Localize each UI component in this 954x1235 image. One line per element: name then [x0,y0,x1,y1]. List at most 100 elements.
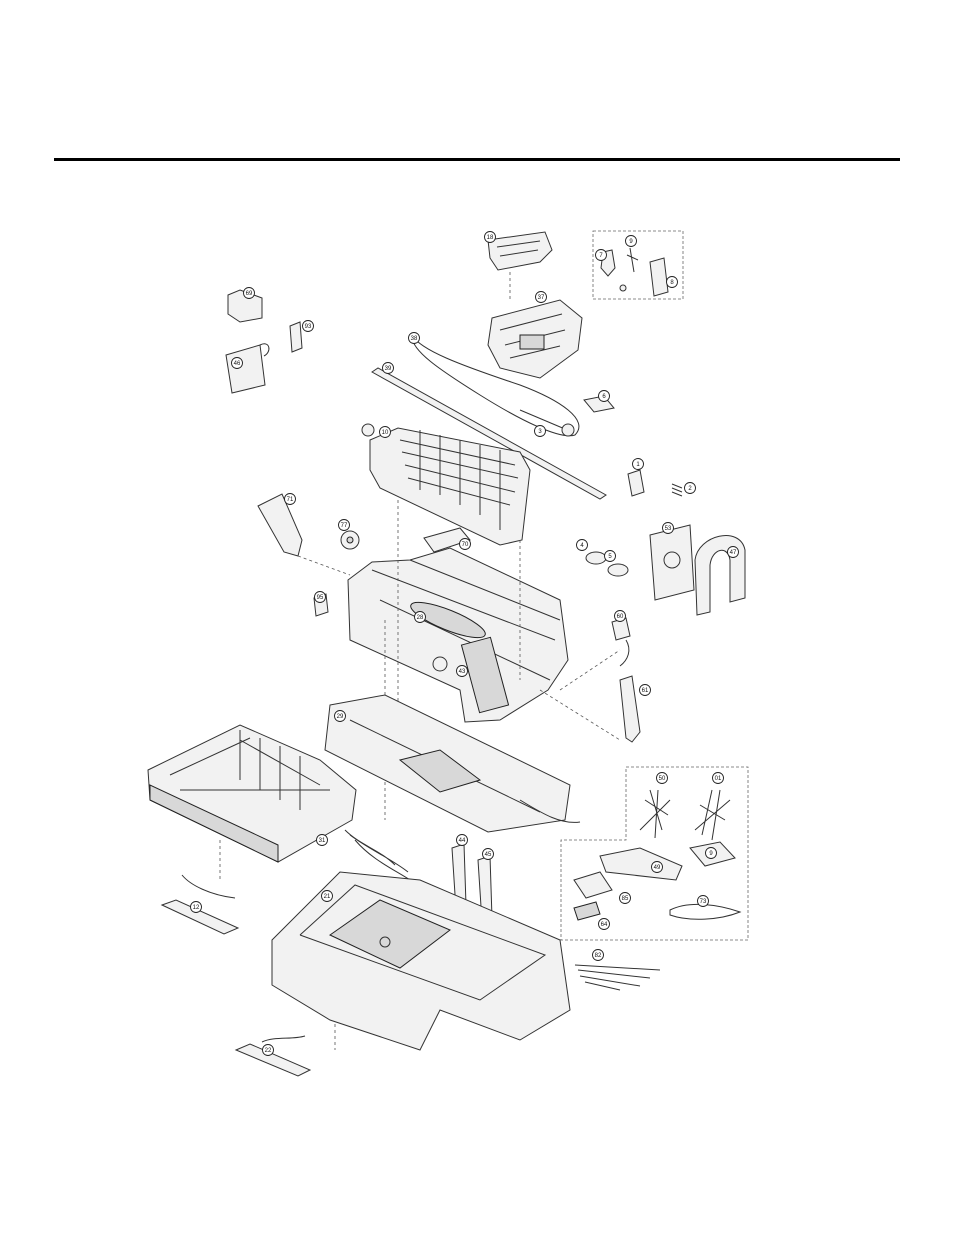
callout-label: 49 [654,865,661,871]
callout-37: 37 [535,291,547,303]
part-paper-tray [147,724,357,863]
callout-label: 82 [595,953,602,959]
part-71 [257,493,351,576]
callout-49: 49 [651,861,663,873]
callout-47: 47 [727,546,739,558]
group-box-bottom-right [560,766,749,941]
callout-circle [459,538,471,550]
part-board-12 [160,874,240,935]
callout-circle [408,332,420,344]
callout-circle [482,848,494,860]
callout-circle [284,493,296,505]
part-belt-38 [411,333,580,437]
part-plate-53 [649,524,695,601]
part-43 [432,656,448,672]
callout-label: 1 [636,462,640,468]
part-5 [607,563,629,577]
callout-label: 39 [385,366,392,372]
callout-73: 73 [697,895,709,907]
callout-label: 93 [305,324,312,330]
callout-3: 3 [534,425,546,437]
callout-label: 29 [337,714,344,720]
callout-64: 64 [598,918,610,930]
part-61 [619,675,641,743]
part-rod-39 [371,367,607,500]
callout-label: 61 [642,688,649,694]
callout-12: 12 [190,901,202,913]
part-bottom-frame-21 [271,871,571,1051]
callout-circle [662,522,674,534]
callout-circle [314,591,326,603]
callout-label: 7 [599,253,603,259]
part-1 [627,469,645,497]
part-spring-9 [619,247,639,292]
callout-69: 69 [243,287,255,299]
part-frame-10 [361,423,531,546]
callout-2: 2 [684,482,696,494]
callout-28: 28 [414,611,426,623]
callout-label: 38 [411,336,418,342]
callout-label: 18 [487,235,494,241]
part-pulley-3 [519,409,575,437]
callout-label: 64 [601,922,608,928]
callout-circle [595,249,607,261]
callout-43: 43 [456,665,468,677]
callout-label: 69 [246,291,253,297]
callout-label: 85 [622,896,629,902]
callout-46: 46 [231,357,243,369]
callout-circle [651,861,663,873]
callout-53: 53 [662,522,674,534]
callout-circle [534,425,546,437]
callout-label: 4 [580,543,584,549]
callout-circle [414,611,426,623]
part-gear-77 [340,530,360,550]
callout-label: 45 [485,852,492,858]
part-bracket-8 [649,257,669,297]
callout-label: 31 [319,838,326,844]
callout-circle [639,684,651,696]
callout-21: 21 [321,890,333,902]
callout-label: 77 [341,523,348,529]
part-bracket-47 [694,535,746,616]
callout-circle [316,834,328,846]
part-93 [289,321,303,353]
callout-circle [379,426,391,438]
part-harness-50 [639,789,671,839]
callout-82: 82 [592,949,604,961]
callout-61: 61 [639,684,651,696]
callout-label: 53 [665,526,672,532]
callout-label: 01 [715,776,722,782]
callout-circle [190,901,202,913]
callout-circle [697,895,709,907]
callout-circle [338,519,350,531]
callout-10: 10 [379,426,391,438]
callout-5: 5 [604,550,616,562]
callout-label: 28 [417,615,424,621]
callout-label: 9 [709,851,713,857]
callout-95: 95 [314,591,326,603]
callout-circle [598,918,610,930]
callout-circle [262,1044,274,1056]
callout-label: 6 [602,394,606,400]
part-spring-2 [671,483,683,497]
callout-label: 43 [459,669,466,675]
callout-31: 31 [316,834,328,846]
callout-45: 45 [482,848,494,860]
part-cable-82 [574,964,661,991]
callout-label: 95 [317,595,324,601]
callout-77: 77 [338,519,350,531]
callout-circle [604,550,616,562]
callout-label: 8 [670,280,674,286]
callout-label: 71 [287,497,294,503]
callout-circle [456,665,468,677]
callout-18: 18 [484,231,496,243]
callout-circle [727,546,739,558]
callout-circle [712,772,724,784]
callout-circle [684,482,696,494]
callout-label: 44 [459,838,466,844]
part-70 [423,527,471,553]
callout-9: 9 [625,235,637,247]
callout-circle [614,610,626,622]
callout-label: 73 [700,899,707,905]
part-board-22 [234,1035,312,1077]
